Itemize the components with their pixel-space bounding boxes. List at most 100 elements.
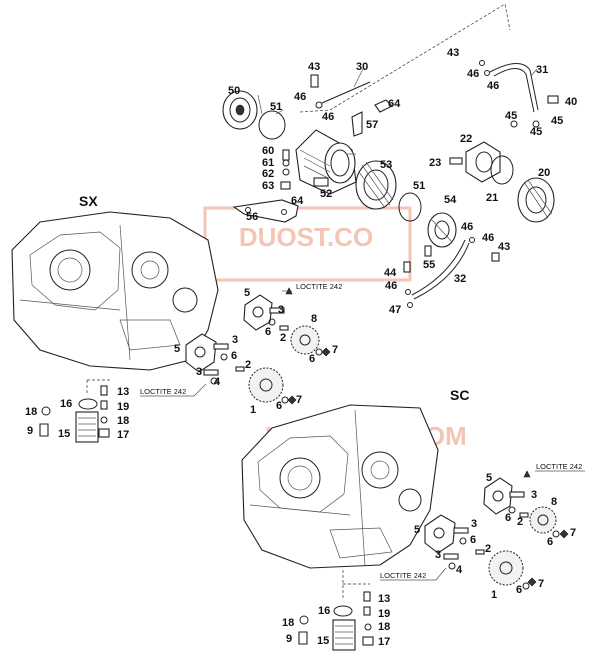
label-sx-15: 15 [58, 428, 70, 440]
washer-sc-6b [552, 530, 560, 538]
bolt-sc-3c [443, 553, 459, 560]
filter-20 [517, 177, 555, 223]
bolt-sx-3b [213, 343, 229, 350]
watermark-top-text: DUOST.CO [239, 222, 373, 252]
crankcase-sx [11, 211, 219, 371]
label-sc-16: 16 [318, 605, 330, 617]
label-60: 60 [262, 145, 274, 157]
label-sc-6b: 6 [547, 536, 553, 548]
plug-63 [280, 181, 291, 190]
filter-cover-50 [222, 90, 258, 130]
label-46b: 46 [322, 111, 334, 123]
sx-pump-lower [185, 333, 297, 405]
label-55: 55 [423, 259, 435, 271]
plug-sc-13 [363, 591, 371, 602]
pin-sc-2a [519, 512, 529, 518]
label-51a: 51 [270, 101, 282, 113]
washer-47 [407, 302, 413, 308]
label-sx-3b: 3 [232, 334, 238, 346]
bolt-sc-3b [453, 527, 469, 534]
spring-sc-19 [363, 606, 371, 616]
label-sx-3a: 3 [278, 304, 284, 316]
bolt-43a [310, 74, 319, 88]
washer-sx-18a [41, 406, 51, 416]
o-ring-51a [258, 110, 286, 140]
label-sc-9: 9 [286, 633, 292, 645]
label-57: 57 [366, 119, 378, 131]
bracket-57 [351, 111, 363, 137]
label-sx-6d: 6 [276, 400, 282, 412]
label-sx-9: 9 [27, 425, 33, 437]
label-sc-6d: 6 [516, 584, 522, 596]
label-sx-2a: 2 [280, 332, 286, 344]
filter-element-53 [355, 160, 397, 210]
gear-sc-8 [529, 506, 557, 534]
bolt-40 [547, 95, 559, 104]
gear-sc-1 [488, 550, 524, 586]
bolt-sx-3a [269, 307, 285, 314]
label-22: 22 [460, 133, 472, 145]
label-45a: 45 [505, 110, 517, 122]
label-sc-18b: 18 [378, 621, 390, 633]
label-32: 32 [454, 273, 466, 285]
crankcase-sc [241, 404, 439, 569]
label-53: 53 [380, 159, 392, 171]
label-46e: 46 [461, 221, 473, 233]
loctite-notes: LOCTITE 242 LOCTITE 242 LOCTITE 242 LOCT… [140, 282, 585, 581]
label-sx-18a: 18 [25, 406, 37, 418]
washer-46c [484, 70, 490, 76]
washer-46e [469, 237, 475, 243]
label-46g: 46 [385, 280, 397, 292]
clip-64a [374, 99, 393, 113]
bolt-43c [491, 252, 500, 262]
o-ring-51b [398, 192, 422, 222]
filter-housing-52 [295, 129, 357, 195]
label-64b: 64 [291, 195, 304, 207]
bolt-60 [282, 149, 290, 161]
label-23: 23 [429, 157, 441, 169]
label-sx-7b: 7 [296, 394, 302, 406]
pump-body-sc-5b [424, 514, 456, 554]
label-44: 44 [384, 267, 397, 279]
washer-45a [510, 120, 518, 128]
washer-62 [282, 168, 290, 176]
o-ring-21 [490, 155, 514, 185]
screw-sc-9 [298, 631, 308, 645]
washer-sx-6a [268, 318, 276, 326]
spring-sx-19 [100, 400, 108, 410]
bolt-sx-3c [203, 369, 219, 376]
label-sx-2b: 2 [245, 359, 251, 371]
label-sx-5b: 5 [174, 343, 180, 355]
label-56: 56 [246, 211, 258, 223]
label-sc-19: 19 [378, 608, 390, 620]
label-sx-16: 16 [60, 398, 72, 410]
pump-body-sc-5a [483, 477, 513, 515]
label-sx-18b: 18 [117, 415, 129, 427]
label-sc-5b: 5 [414, 524, 420, 536]
part-labels: 43 30 43 31 46 46 46 46 50 51 64 40 57 4… [25, 47, 577, 648]
label-63: 63 [262, 180, 274, 192]
label-sx-6a: 6 [265, 326, 271, 338]
washer-61 [282, 159, 290, 167]
pin-sx-2a [279, 325, 289, 331]
plug-sx-13 [100, 385, 108, 396]
bolt-44 [403, 261, 411, 273]
label-sc-6c: 6 [470, 534, 476, 546]
loctite-sc-bottom: LOCTITE 242 [380, 571, 426, 580]
washer-sx-6b [315, 348, 323, 356]
washer-sx-4 [210, 377, 218, 385]
label-52: 52 [320, 188, 332, 200]
washer-45b [532, 120, 540, 128]
label-sc-6a: 6 [505, 512, 511, 524]
label-sc-3a: 3 [531, 489, 537, 501]
pump-body-sx-5a [243, 294, 273, 331]
washer-sx-6d [281, 396, 289, 404]
label-sx-4: 4 [214, 376, 221, 388]
washer-sc-18b [364, 623, 372, 631]
label-sx-13: 13 [117, 386, 129, 398]
pipe-31 [489, 63, 539, 111]
gear-sx-1 [248, 367, 284, 403]
label-sc-8: 8 [551, 496, 557, 508]
label-45c: 45 [551, 115, 563, 127]
